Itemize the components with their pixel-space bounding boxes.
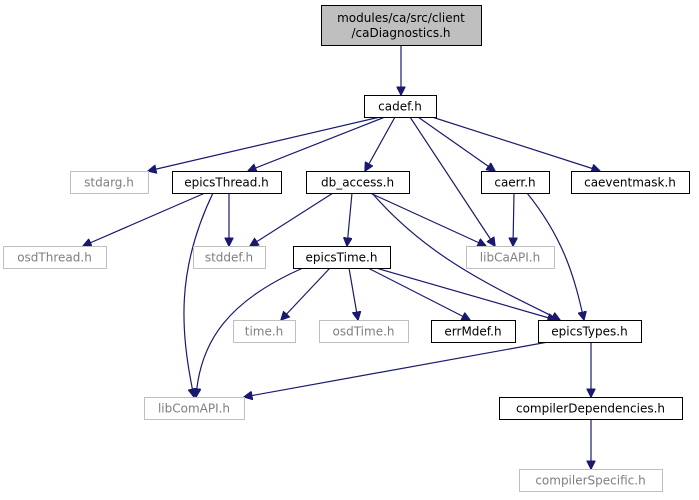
edge-db_access-to-stddef bbox=[250, 192, 334, 246]
node-box-time bbox=[233, 320, 296, 343]
node-box-cadef bbox=[364, 95, 437, 118]
edge-epicsTime-to-time bbox=[281, 267, 331, 320]
node-box-osdThread bbox=[3, 246, 107, 269]
node-box-libCaAPI bbox=[466, 246, 555, 269]
node-epicsTypes[interactable]: epicsTypes.h bbox=[538, 320, 642, 343]
node-box-caeventmask bbox=[571, 171, 690, 194]
node-label-root-line-1: modules/ca/src/client bbox=[337, 11, 465, 25]
node-box-errMdef bbox=[431, 320, 516, 343]
node-label-root-line-2: /caDiagnostics.h bbox=[351, 26, 450, 40]
node-box-osdTime bbox=[319, 320, 409, 343]
node-epicsTime[interactable]: epicsTime.h bbox=[293, 246, 391, 269]
node-label-stdarg: stdarg.h bbox=[84, 176, 134, 190]
edge-caerr-to-epicsTypes bbox=[526, 192, 584, 320]
edge-cadef-to-db_access bbox=[365, 116, 396, 171]
node-root[interactable]: modules/ca/src/client/caDiagnostics.h bbox=[321, 5, 482, 46]
edge-cadef-to-libCaAPI bbox=[409, 116, 495, 246]
edge-epicsTypes-to-libComAPI bbox=[244, 341, 549, 397]
node-label-osdTime: osdTime.h bbox=[333, 325, 395, 339]
node-caeventmask[interactable]: caeventmask.h bbox=[571, 171, 690, 194]
node-label-stddef: stddef.h bbox=[205, 251, 253, 265]
node-label-osdThread: osdThread.h bbox=[17, 251, 92, 265]
node-box-db_access bbox=[306, 171, 410, 194]
edge-epicsThread-to-libComAPI bbox=[183, 192, 214, 397]
node-time: time.h bbox=[233, 320, 296, 343]
node-libComAPI: libComAPI.h bbox=[144, 397, 245, 420]
node-label-errMdef: errMdef.h bbox=[444, 325, 501, 339]
node-osdThread: osdThread.h bbox=[3, 246, 107, 269]
node-libCaAPI: libCaAPI.h bbox=[466, 246, 555, 269]
node-box-libComAPI bbox=[144, 397, 245, 420]
node-label-libComAPI: libComAPI.h bbox=[158, 402, 230, 416]
edge-epicsThread-to-osdThread bbox=[83, 192, 206, 246]
edge-cadef-to-epicsThread bbox=[248, 116, 386, 171]
node-label-libCaAPI: libCaAPI.h bbox=[480, 251, 540, 265]
node-caerr[interactable]: caerr.h bbox=[481, 171, 550, 194]
node-label-db_access: db_access.h bbox=[321, 176, 394, 190]
edge-db_access-to-epicsTypes bbox=[371, 192, 560, 320]
edge-caerr-to-libCaAPI bbox=[513, 192, 514, 246]
node-label-compilerDependencies: compilerDependencies.h bbox=[516, 402, 665, 416]
node-osdTime: osdTime.h bbox=[319, 320, 409, 343]
node-label-caerr: caerr.h bbox=[494, 176, 535, 190]
node-compilerSpecific: compilerSpecific.h bbox=[519, 469, 663, 492]
node-box-caerr bbox=[481, 171, 550, 194]
edge-epicsTime-to-osdTime bbox=[348, 267, 358, 320]
node-compilerDependencies[interactable]: compilerDependencies.h bbox=[499, 397, 683, 420]
node-box-compilerDependencies bbox=[499, 397, 683, 420]
node-stdarg: stdarg.h bbox=[70, 171, 149, 194]
node-cadef[interactable]: cadef.h bbox=[364, 95, 437, 118]
node-box-compilerSpecific bbox=[519, 469, 663, 492]
edge-epicsTime-to-libComAPI bbox=[196, 267, 304, 397]
edge-db_access-to-epicsTime bbox=[347, 192, 353, 246]
node-label-epicsThread: epicsThread.h bbox=[184, 176, 269, 190]
node-label-epicsTypes: epicsTypes.h bbox=[551, 325, 627, 339]
node-db_access[interactable]: db_access.h bbox=[306, 171, 410, 194]
node-epicsThread[interactable]: epicsThread.h bbox=[172, 171, 282, 194]
node-stddef: stddef.h bbox=[193, 246, 266, 269]
node-errMdef[interactable]: errMdef.h bbox=[431, 320, 516, 343]
edge-db_access-to-libCaAPI bbox=[369, 192, 486, 246]
edge-cadef-to-caerr bbox=[417, 116, 495, 171]
node-box-stdarg bbox=[70, 171, 149, 194]
node-box-epicsThread bbox=[172, 171, 282, 194]
node-box-stddef bbox=[193, 246, 266, 269]
node-label-caeventmask: caeventmask.h bbox=[584, 176, 676, 190]
edges-layer bbox=[83, 45, 600, 469]
node-label-time: time.h bbox=[245, 325, 284, 339]
node-box-root bbox=[321, 5, 482, 46]
node-label-epicsTime: epicsTime.h bbox=[306, 251, 378, 265]
edge-cadef-to-stdarg bbox=[148, 116, 381, 171]
node-box-epicsTime bbox=[293, 246, 391, 269]
node-label-cadef: cadef.h bbox=[378, 100, 422, 114]
edge-cadef-to-caeventmask bbox=[431, 116, 600, 171]
edge-epicsTime-to-errMdef bbox=[367, 267, 470, 320]
nodes-layer: modules/ca/src/client/caDiagnostics.h cad… bbox=[3, 5, 690, 492]
node-box-epicsTypes bbox=[538, 320, 642, 343]
edge-epicsTime-to-epicsTypes bbox=[375, 267, 556, 320]
node-label-compilerSpecific: compilerSpecific.h bbox=[535, 474, 645, 488]
